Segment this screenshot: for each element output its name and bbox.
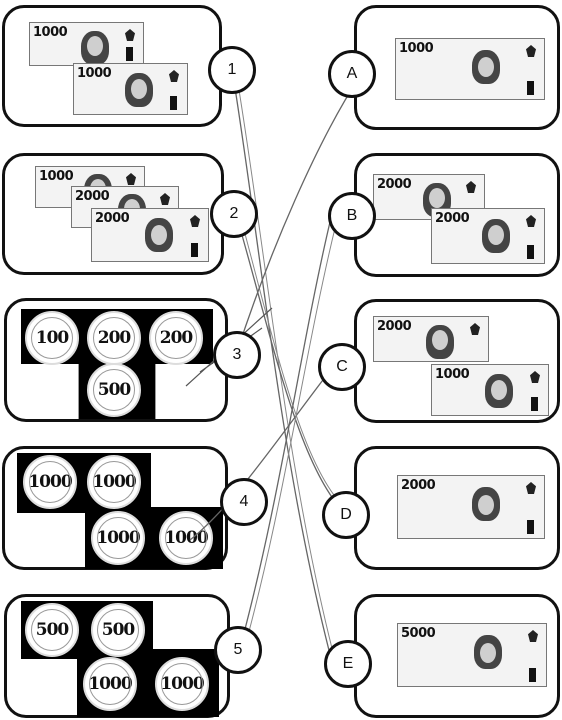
number-circle-3[interactable]: 3: [213, 331, 261, 379]
number-circle-5[interactable]: 5: [214, 626, 262, 674]
number-label: 4: [240, 493, 249, 511]
letter-circle-c[interactable]: C: [318, 343, 366, 391]
number-circle-2[interactable]: 2: [210, 190, 258, 238]
letter-circle-b[interactable]: B: [328, 192, 376, 240]
letter-label: B: [347, 207, 358, 225]
letter-circle-a[interactable]: A: [328, 50, 376, 98]
letter-circle-d[interactable]: D: [322, 491, 370, 539]
letter-label: A: [347, 65, 358, 83]
number-label: 3: [233, 346, 242, 364]
number-label: 5: [234, 641, 243, 659]
number-label: 2: [230, 205, 239, 223]
number-circle-4[interactable]: 4: [220, 478, 268, 526]
letter-label: E: [343, 655, 354, 673]
letter-label: C: [336, 358, 348, 376]
number-circle-1[interactable]: 1: [208, 46, 256, 94]
letter-circle-e[interactable]: E: [324, 640, 372, 688]
letter-label: D: [340, 506, 352, 524]
number-label: 1: [228, 61, 237, 79]
